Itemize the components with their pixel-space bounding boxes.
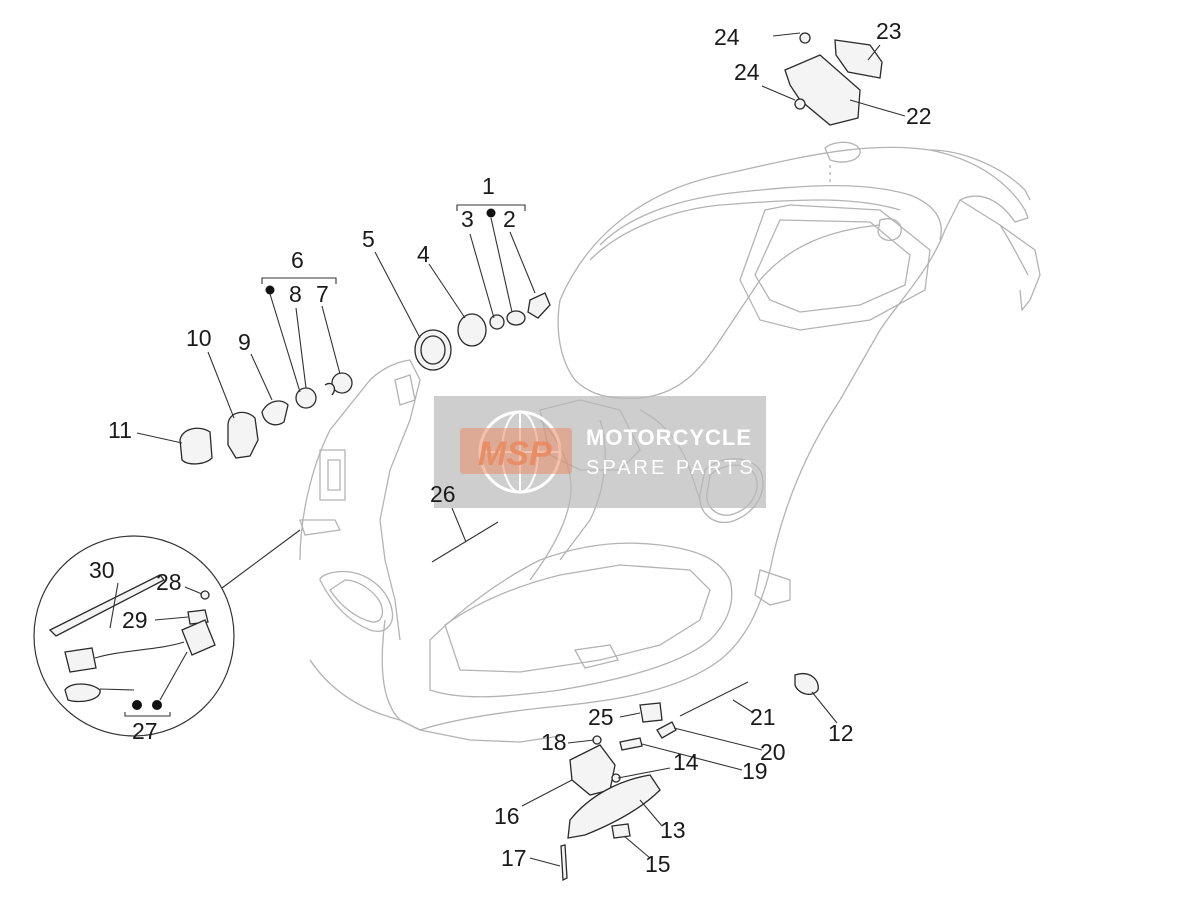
bullet-dot-1 [486,208,496,218]
screw-part-18 [592,735,602,745]
bullet-dot-6 [265,285,275,295]
watermark-line1: MOTORCYCLE [586,425,752,450]
leader-lines [99,32,906,867]
detail-inset [33,529,301,737]
key-fob-part [64,683,101,703]
screw-part-24a [799,32,811,44]
watermark-line2: SPARE PARTS [586,457,756,479]
callout-27: 27 [132,718,158,744]
nut-part-15 [611,823,631,839]
screw-part-24b [794,98,806,110]
clip-part-7b [324,382,336,396]
callout-23: 23 [876,18,902,44]
latch-body-part-16 [569,744,616,796]
callout-14: 14 [673,749,699,775]
bullet-dot-27b [152,700,162,710]
callout-24-top: 24 [714,24,740,50]
clip-part-12 [794,673,819,695]
cable-tie-part-30 [48,574,166,637]
bracket-27 [124,712,171,717]
connector-part [64,647,97,673]
callout-10: 10 [186,325,212,351]
callout-6: 6 [291,247,304,273]
callout-25: 25 [588,704,614,730]
ring-part-7 [331,372,353,394]
callout-12: 12 [828,720,854,746]
relay-wire [94,641,185,659]
hinge-part-23 [834,39,883,79]
ring-inner-5 [420,335,446,365]
callout-18: 18 [541,729,567,755]
callout-13: 13 [660,817,686,843]
ring-part-3b [489,314,505,330]
spring-part-20 [656,721,677,739]
callout-29: 29 [122,607,148,633]
pin-part-19 [619,737,643,751]
bracket-1 [456,204,526,211]
callout-16: 16 [494,803,520,829]
callout-22: 22 [906,103,932,129]
logo-plate [460,428,572,474]
callout-1: 1 [482,173,495,199]
bracket-6 [261,277,337,284]
bullet-dot-27a [132,700,142,710]
parts [179,32,883,882]
cover-part-13 [567,774,661,839]
cap-part-9 [261,400,289,426]
cable-part-21 [679,681,749,717]
callout-3: 3 [461,206,474,232]
watermark: MSP MOTORCYCLE SPARE PARTS [434,396,766,508]
callout-9: 9 [238,329,251,355]
switch-part-10 [227,411,259,459]
callout-4: 4 [417,241,430,267]
callout-numbers: 1 2 3 4 5 6 7 8 9 10 11 12 13 14 15 16 1… [89,18,932,877]
callout-11: 11 [108,417,132,443]
callout-8: 8 [289,281,302,307]
cover-part-11 [179,427,213,465]
watermark-logo: MSP [478,435,552,473]
clip-part-25 [639,702,663,723]
callout-28: 28 [156,569,182,595]
screw-part-28 [200,590,210,600]
callout-2: 2 [503,206,516,232]
bracket-part-22 [784,54,861,126]
callout-15: 15 [645,851,671,877]
callout-21: 21 [750,704,776,730]
cylinder-part-3a [506,310,526,326]
cable-part-26 [431,521,499,563]
callout-24-lower: 24 [734,59,760,85]
callout-26: 26 [430,481,456,507]
relay-part-27 [181,619,216,656]
callout-30: 30 [89,557,115,583]
callout-5: 5 [362,226,375,252]
lock-housing-part-4 [457,313,487,347]
key-part-2 [527,292,551,319]
group-brackets [261,204,526,295]
cylinder-part-8 [295,387,317,409]
callout-20: 20 [760,739,786,765]
callout-7: 7 [316,281,329,307]
bolt-part-17 [560,844,568,882]
callout-17: 17 [501,845,527,871]
callout-19: 19 [742,758,768,784]
